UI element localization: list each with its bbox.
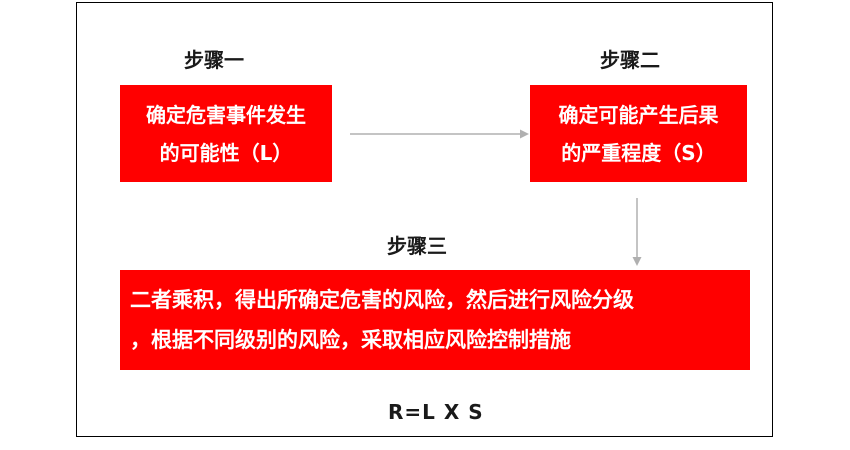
step-one-box: 确定危害事件发生 的可能性（L） xyxy=(120,85,332,182)
step-three-line-1: 二者乘积，得出所确定危害的风险，然后进行风险分级 xyxy=(130,288,634,312)
step-two-line-1: 确定可能产生后果 xyxy=(558,102,719,127)
arrow-step-one-to-two xyxy=(350,129,529,139)
step-two-line-2: 的严重程度（S） xyxy=(561,140,716,165)
step-two-label: 步骤二 xyxy=(600,48,660,72)
step-three-line-2: ，根据不同级别的风险，采取相应风险控制措施 xyxy=(130,328,571,352)
risk-formula: R=L X S xyxy=(388,400,484,424)
step-one-line-1: 确定危害事件发生 xyxy=(146,102,306,127)
step-three-label: 步骤三 xyxy=(387,234,447,258)
diagram-frame xyxy=(76,2,773,437)
step-two-box: 确定可能产生后果 的严重程度（S） xyxy=(530,85,747,182)
step-one-label: 步骤一 xyxy=(184,48,244,72)
step-three-box: 二者乘积，得出所确定危害的风险，然后进行风险分级 ，根据不同级别的风险，采取相应… xyxy=(120,270,750,370)
arrow-step-two-to-three xyxy=(632,198,642,266)
step-one-line-2: 的可能性（L） xyxy=(159,140,293,165)
